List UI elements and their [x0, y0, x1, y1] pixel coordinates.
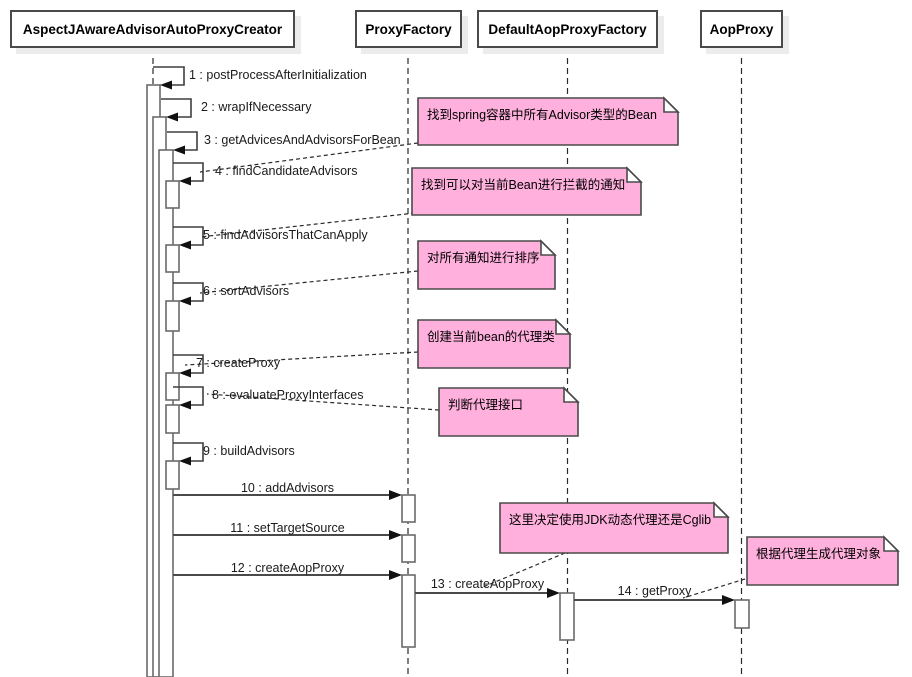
call-arrowheads [389, 490, 735, 605]
self-message-arrow-1 [153, 66, 185, 86]
message-label-5: 5 : findAdvisorsThatCanApply [203, 228, 368, 242]
message-label-9: 9 : buildAdvisors [203, 444, 295, 458]
message-label-13: 13 : createAopProxy [430, 577, 545, 591]
arrowhead-icon [173, 145, 185, 155]
participant-label: AopProxy [709, 21, 774, 37]
activation-bar [165, 180, 180, 209]
self-message-arrow-4 [173, 162, 204, 182]
note-fold-icon [883, 535, 900, 552]
self-message-arrows [153, 66, 204, 462]
note-fold-icon [626, 166, 643, 183]
message-label-4: 4 : findCandidateAdvisors [215, 164, 358, 178]
arrowhead-icon [722, 595, 735, 605]
arrowhead-icon [179, 296, 191, 306]
note-fold-icon [713, 501, 730, 518]
activation-bar [165, 244, 180, 273]
activation-bar [165, 300, 180, 332]
note-text-4: 创建当前bean的代理类 [427, 330, 555, 344]
note-fold-icon [563, 386, 580, 403]
note-shape [417, 239, 557, 290]
activation-bar [401, 494, 416, 523]
note-connector [206, 393, 440, 411]
message-label-2: 2 : wrapIfNecessary [201, 100, 312, 114]
message-label-3: 3 : getAdvicesAndAdvisorsForBean [204, 133, 401, 147]
note-connector [682, 578, 746, 599]
sticky-notes [411, 96, 900, 586]
arrowhead-icon [547, 588, 560, 598]
arrowhead-icon [179, 456, 191, 466]
note-connector [482, 552, 566, 588]
arrowhead-icon [179, 368, 191, 378]
note-shape [417, 318, 572, 369]
note-connector [184, 351, 419, 366]
arrowhead-icon [389, 530, 402, 540]
arrowhead-icon [179, 400, 191, 410]
note-text-2: 找到可以对当前Bean进行拦截的通知 [421, 178, 626, 192]
arrowhead-icon [389, 490, 402, 500]
call-arrows [173, 494, 723, 601]
self-message-arrow-8 [173, 386, 204, 406]
participant-label: ProxyFactory [365, 21, 452, 37]
arrowhead-icon [166, 112, 178, 122]
self-message-arrow-3 [167, 131, 198, 151]
activation-bars [146, 84, 750, 677]
activation-bar [165, 460, 180, 490]
activation-bar [559, 592, 575, 641]
participant-box-aopproxy: AopProxy [700, 10, 783, 48]
self-message-arrow-5 [173, 226, 204, 246]
note-connector [199, 142, 419, 173]
self-message-arrow-6 [173, 282, 204, 302]
message-label-8: 8 : evaluateProxyInterfaces [212, 388, 364, 402]
self-message-arrow-2 [161, 98, 192, 118]
note-text-5: 判断代理接口 [448, 398, 524, 412]
self-message-arrow-7 [173, 354, 204, 374]
note-text-6: 这里决定使用JDK动态代理还是Cglib [509, 513, 712, 527]
activation-bar [401, 574, 416, 648]
note-connector [199, 270, 419, 294]
note-text-1: 找到spring容器中所有Advisor类型的Bean [427, 108, 657, 122]
note-shape [746, 535, 900, 586]
participant-label: DefaultAopProxyFactory [488, 21, 647, 37]
arrowhead-icon [389, 570, 402, 580]
activation-bar [165, 404, 180, 434]
participant-box-proxyfactory: ProxyFactory [355, 10, 462, 48]
participant-box-autoproxycreator: AspectJAwareAdvisorAutoProxyCreator [10, 10, 295, 48]
note-shape [417, 96, 680, 146]
self-message-arrow-9 [173, 442, 204, 462]
message-label-7: 7 : createProxy [196, 356, 281, 370]
activation-bar [734, 599, 750, 629]
message-label-14: 14 : getProxy [617, 584, 692, 598]
note-fold-icon [663, 96, 680, 113]
arrowhead-icon [179, 176, 191, 186]
participant-box-defaultaopproxyfactory: DefaultAopProxyFactory [477, 10, 658, 48]
self-message-arrowheads [160, 80, 191, 466]
message-label-11: 11 : setTargetSource [230, 521, 345, 535]
arrowhead-icon [160, 80, 172, 90]
note-connectors [184, 142, 746, 599]
arrowhead-icon [179, 240, 191, 250]
message-label-1: 1 : postProcessAfterInitialization [189, 68, 367, 82]
note-shape [499, 501, 730, 554]
message-label-10: 10 : addAdvisors [240, 481, 335, 495]
note-text-7: 根据代理生成代理对象 [756, 547, 882, 561]
activation-bar [401, 534, 416, 563]
note-fold-icon [540, 239, 557, 256]
note-fold-icon [555, 318, 572, 335]
note-shape [411, 166, 643, 216]
message-label-12: 12 : createAopProxy [230, 561, 345, 575]
note-shape [438, 386, 580, 437]
note-connector [199, 212, 416, 238]
message-label-6: 6 : sortAdvisors [203, 284, 290, 298]
participant-label: AspectJAwareAdvisorAutoProxyCreator [22, 21, 283, 37]
note-text-3: 对所有通知进行排序 [427, 251, 540, 265]
